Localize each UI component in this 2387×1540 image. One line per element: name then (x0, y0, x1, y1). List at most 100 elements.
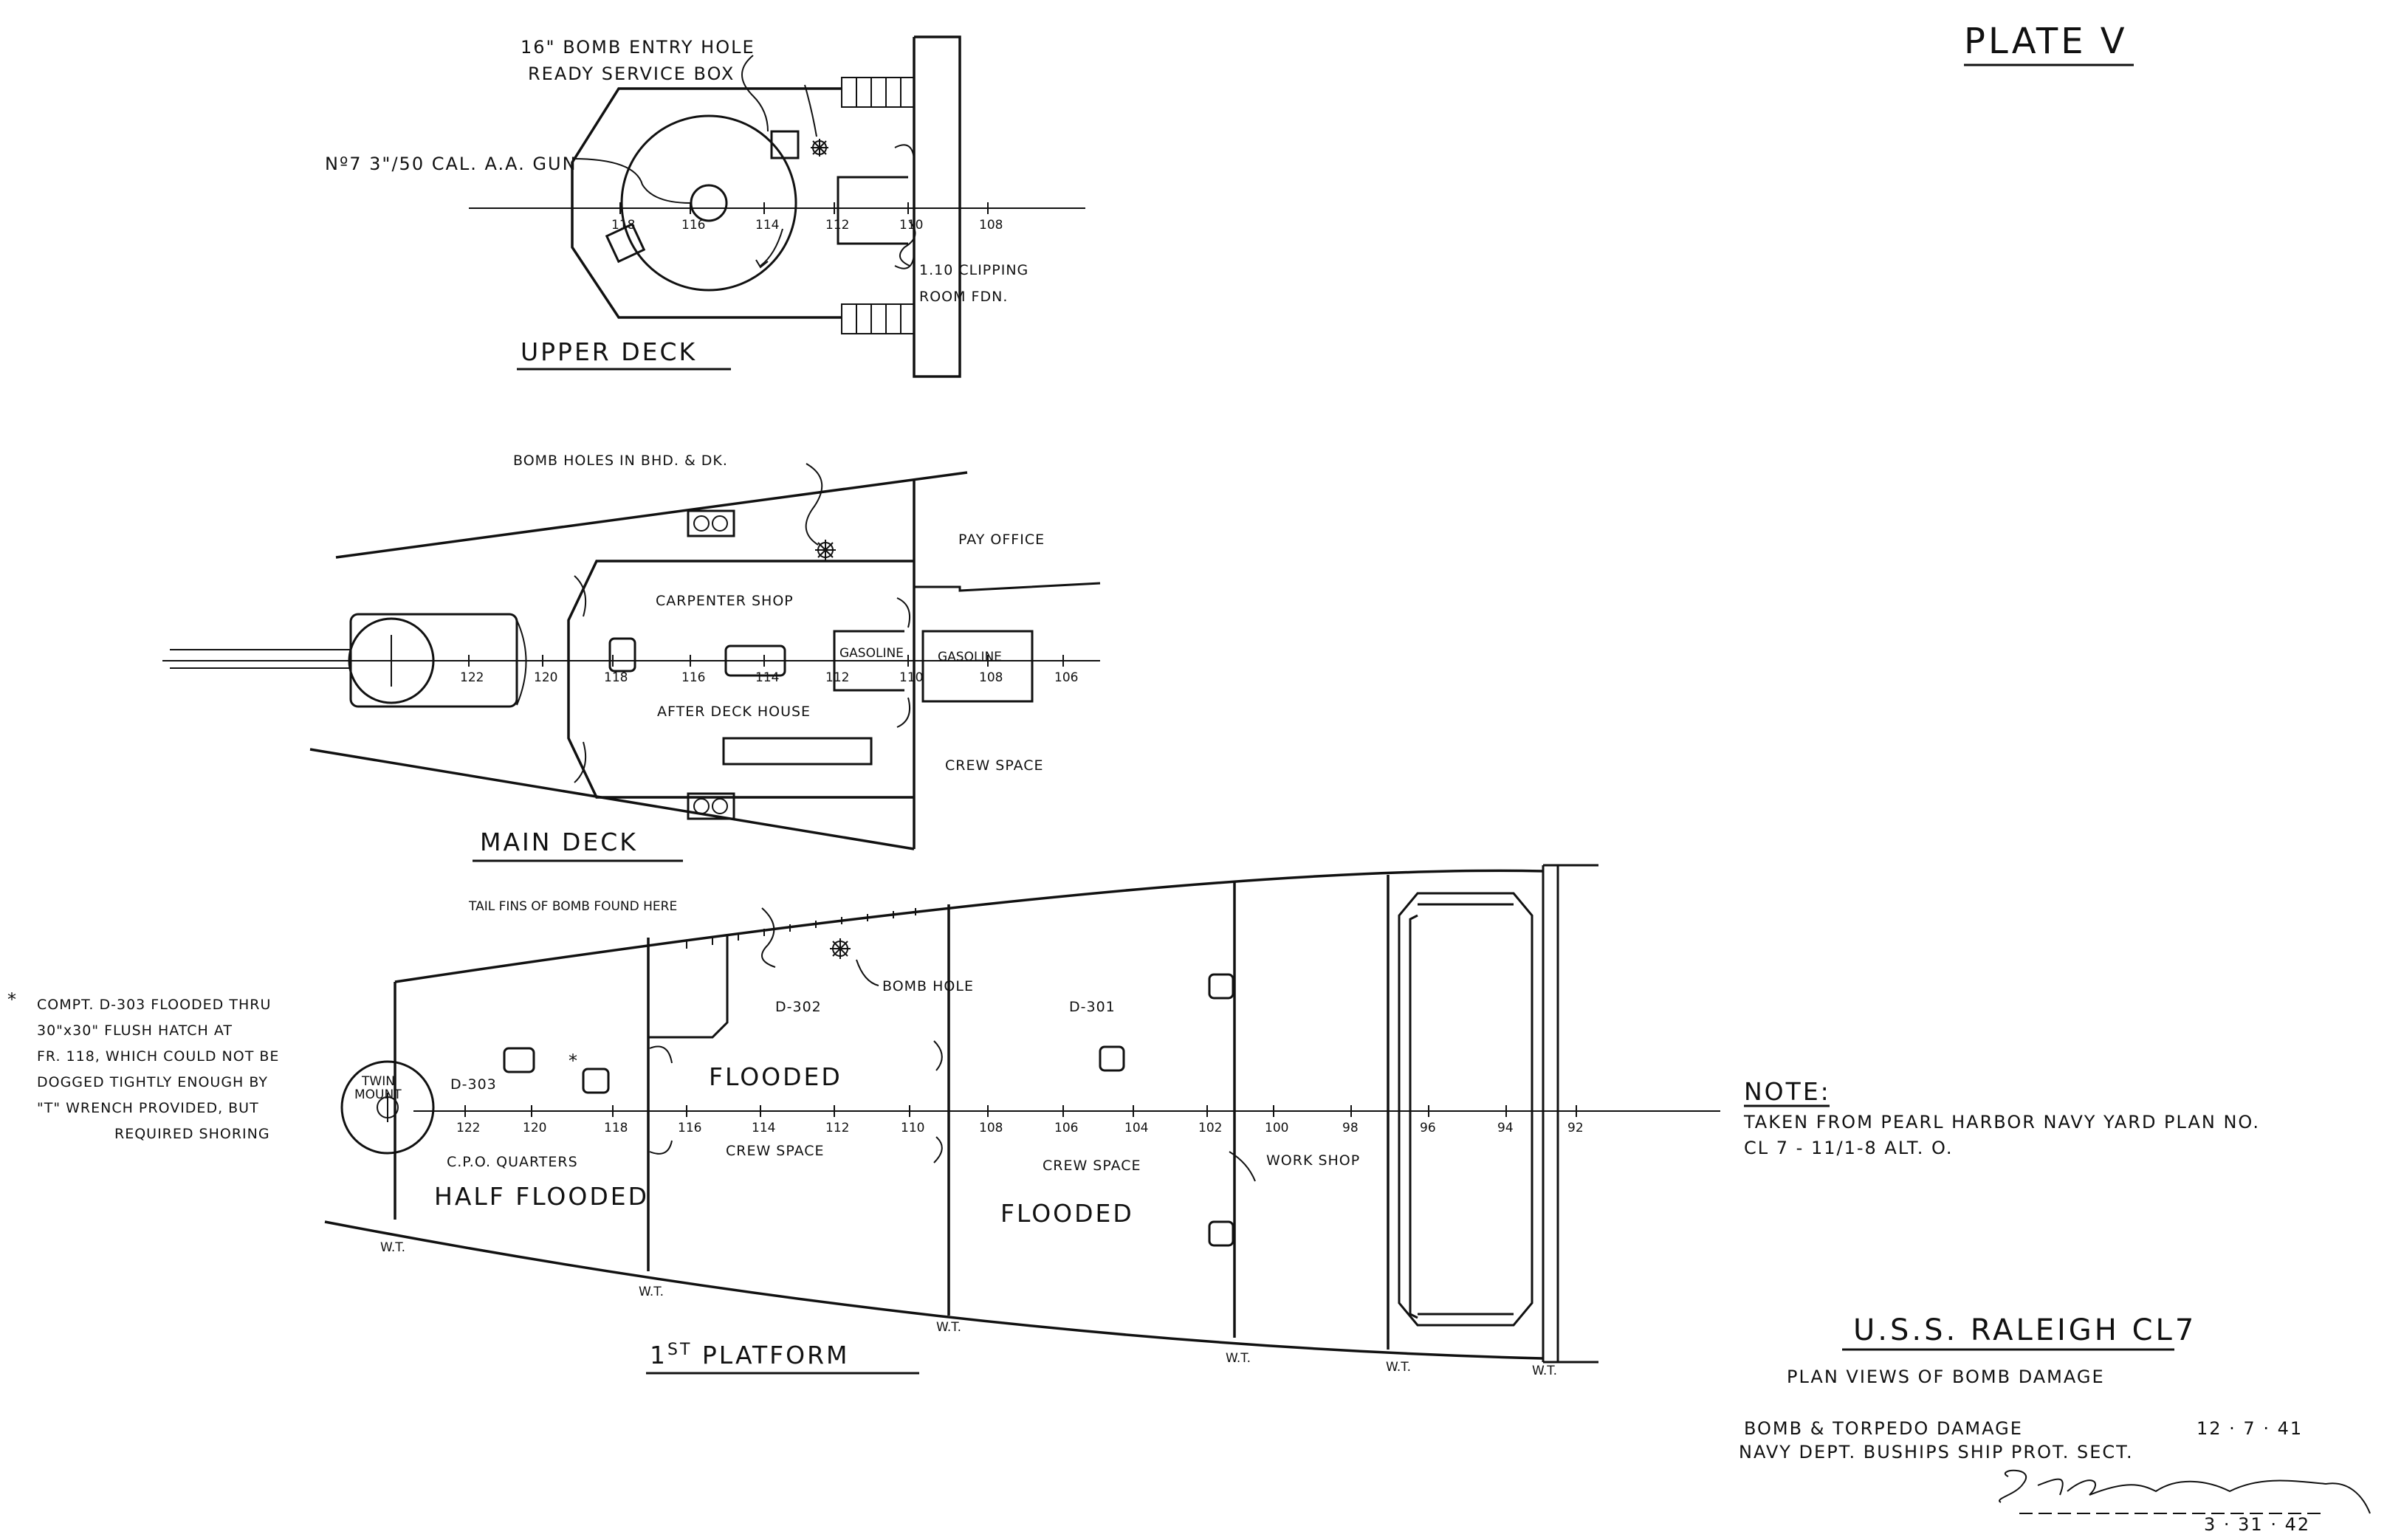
label-ready-service: READY SERVICE BOX (528, 63, 735, 84)
label-gun: Nº7 3"/50 CAL. A.A. GUN (325, 154, 577, 174)
footnote-line-6: REQUIRED SHORING (114, 1126, 270, 1142)
frame-label: 122 (456, 1121, 480, 1135)
door-swing-1 (894, 144, 915, 159)
label-d302: D-302 (775, 999, 822, 1015)
label-bomb-entry: 16" BOMB ENTRY HOLE (521, 37, 755, 58)
bomb-hole-platform-icon (830, 938, 851, 959)
drawing-subtitle: PLAN VIEWS OF BOMB DAMAGE (1787, 1367, 2105, 1387)
leader-bomb-holes (805, 463, 823, 546)
pay-office-line (914, 582, 1101, 592)
gun-pivot (690, 184, 728, 222)
note-heading: NOTE: (1744, 1077, 1831, 1106)
frame-label: 108 (979, 1121, 1003, 1135)
first-platform-plan: * TAIL FINS OF BOMB FOUND HERE BOMB HOLE… (324, 864, 1720, 1378)
bomb-hole-main-icon (815, 540, 836, 560)
note-block: NOTE: TAKEN FROM PEARL HARBOR NAVY YARD … (1743, 1077, 2260, 1158)
title-block: U.S.S. RALEIGH CL7 PLAN VIEWS OF BOMB DA… (1739, 1313, 2371, 1535)
footnote-line-4: DOGGED TIGHTLY ENOUGH BY (37, 1074, 268, 1090)
tank-box (1398, 892, 1533, 1327)
door-swing-2 (894, 254, 915, 269)
platform-title-num: 1 (650, 1341, 667, 1369)
label-crew-space-2: CREW SPACE (1043, 1158, 1141, 1174)
hatch-workshop (1208, 1220, 1234, 1247)
ammo-box (605, 222, 646, 264)
label-d303: D-303 (450, 1076, 497, 1093)
frame-label: 102 (1198, 1121, 1222, 1135)
frame-label: 114 (755, 670, 779, 685)
label-flooded-d302: FLOODED (709, 1062, 842, 1091)
leader-ready-box (804, 84, 817, 137)
leader-clipping (899, 221, 916, 267)
footnote-marker: * (569, 1051, 579, 1071)
hatch-d301 (1099, 1045, 1125, 1072)
label-tail-fins: TAIL FINS OF BOMB FOUND HERE (468, 899, 677, 914)
main-hull-top (335, 471, 968, 559)
footnote-line-2: 30"x30" FLUSH HATCH AT (37, 1022, 233, 1039)
label-half-flooded: HALF FLOODED (434, 1182, 649, 1211)
footnote-line-3: FR. 118, WHICH COULD NOT BE (37, 1048, 279, 1065)
label-bomb-hole: BOMB HOLE (882, 978, 974, 994)
platform-hull-top (394, 869, 1544, 983)
bomb-entry-hole-icon (811, 139, 828, 157)
label-clipping-1: 1.10 CLIPPING (919, 262, 1028, 278)
frame-label: 104 (1124, 1121, 1148, 1135)
leader-bomb-entry (741, 55, 769, 132)
label-gasoline-1: GASOLINE (839, 646, 904, 661)
hatch-d301-upper (1208, 973, 1234, 1000)
bench (722, 737, 873, 766)
frame-label: 100 (1265, 1121, 1288, 1135)
frame-label: 120 (523, 1121, 546, 1135)
frame-label: 110 (899, 670, 923, 685)
frame-label: 106 (1054, 670, 1078, 685)
frame-label: 108 (979, 670, 1003, 685)
label-bomb-holes: BOMB HOLES IN BHD. & DK. (513, 453, 728, 469)
label-wt-3: W.T. (936, 1320, 961, 1335)
recess-116 (648, 934, 729, 1039)
label-wt-1: W.T. (380, 1240, 405, 1255)
label-carpenter: CARPENTER SHOP (656, 593, 794, 609)
frame-label: 118 (611, 218, 635, 233)
platform-title-sup: ST (667, 1341, 692, 1359)
note-line-2: CL 7 - 11/1-8 ALT. O. (1744, 1138, 1954, 1158)
note-line-1: TAKEN FROM PEARL HARBOR NAVY YARD PLAN N… (1743, 1112, 2260, 1132)
frame-label: 98 (1342, 1121, 1359, 1135)
frame-label: 120 (534, 670, 557, 685)
label-wt-4: W.T. (1226, 1351, 1251, 1366)
vent-top (687, 509, 735, 537)
label-flooded-d301: FLOODED (1000, 1199, 1134, 1228)
plate-title: PLATE V (1964, 21, 2128, 62)
frame-label: 116 (681, 218, 705, 233)
leader-gun (571, 158, 691, 204)
footnote-block: * COMPT. D-303 FLOODED THRU 30"x30" FLUS… (7, 989, 279, 1142)
footnote-line-5: "T" WRENCH PROVIDED, BUT (37, 1100, 259, 1116)
frame-label: 116 (681, 670, 705, 685)
leader-bomb-hole (856, 959, 879, 986)
tb-line-2: NAVY DEPT. BUSHIPS SHIP PROT. SECT. (1739, 1442, 2134, 1462)
label-wt-6: W.T. (1532, 1364, 1557, 1378)
frame-label: 114 (755, 218, 779, 233)
footnote-star: * (7, 989, 18, 1010)
hatch-118-platform (582, 1068, 610, 1094)
label-wt-5: W.T. (1386, 1360, 1411, 1375)
frame-label: 110 (901, 1121, 924, 1135)
label-d301: D-301 (1069, 999, 1116, 1015)
label-gasoline-2: GASOLINE (938, 650, 1002, 664)
ladder-bottom (841, 303, 915, 334)
label-after-deck: AFTER DECK HOUSE (657, 704, 811, 720)
frame-label: 116 (678, 1121, 701, 1135)
main-deck-title: MAIN DECK (480, 828, 638, 856)
ready-service-box (770, 130, 800, 159)
tb-line-1-left: BOMB & TORPEDO DAMAGE (1744, 1418, 2023, 1439)
tail-fins-marks (686, 908, 916, 949)
after-deck-house (567, 560, 914, 799)
upper-deck-title: UPPER DECK (521, 337, 697, 366)
frame-label: 122 (460, 670, 484, 685)
hatch-d303 (503, 1047, 535, 1073)
frame-label: 94 (1497, 1121, 1514, 1135)
frame-label: 118 (604, 670, 628, 685)
platform-hull-bottom (324, 1220, 1544, 1360)
upper-deck-plan: 16" BOMB ENTRY HOLE READY SERVICE BOX Nº… (325, 35, 1085, 378)
